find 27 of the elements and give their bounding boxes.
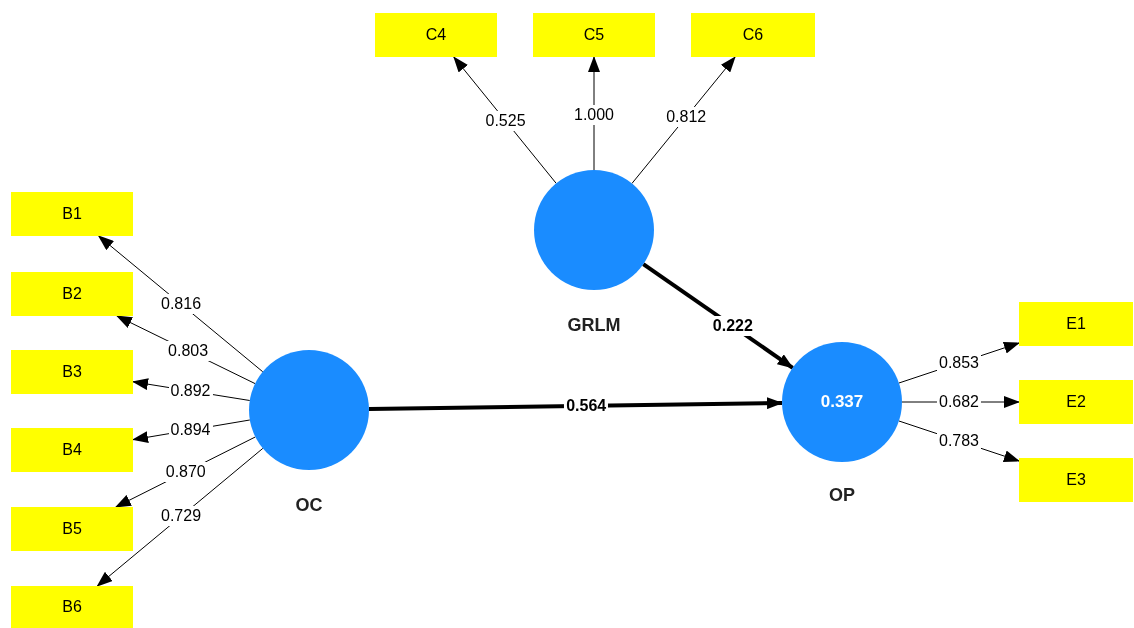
indicator-box: C5 [533, 13, 655, 57]
indicator-box: B4 [11, 428, 133, 472]
edge-label: 0.525 [483, 110, 528, 131]
indicator-box: B2 [11, 272, 133, 316]
arrow [368, 397, 783, 412]
construct-name: GRLM [567, 313, 621, 337]
edge-label: 0.729 [159, 506, 204, 527]
indicator-box: B1 [11, 192, 133, 236]
edge-label: 0.870 [163, 461, 208, 482]
construct-name: OP [829, 483, 855, 507]
r-squared-value: 0.337 [820, 391, 864, 414]
edge-label: 1.000 [572, 104, 616, 125]
indicator-box: C6 [691, 13, 815, 57]
indicator-box: B5 [11, 507, 133, 551]
indicator-box: E2 [1019, 380, 1133, 424]
indicator-box: E3 [1019, 458, 1133, 502]
edge-label: 0.222 [710, 316, 755, 337]
edge-label: 0.812 [664, 106, 709, 127]
indicator-box: B3 [11, 350, 133, 394]
edge-label: 0.816 [159, 294, 204, 315]
indicator-box: C4 [375, 13, 497, 57]
construct-name: OC [295, 493, 323, 517]
edge-label: 0.853 [937, 353, 981, 373]
indicator-box: E1 [1019, 302, 1133, 346]
edge-label: 0.783 [937, 431, 981, 451]
indicator-box: B6 [11, 586, 133, 628]
edge-label: 0.803 [166, 340, 211, 361]
